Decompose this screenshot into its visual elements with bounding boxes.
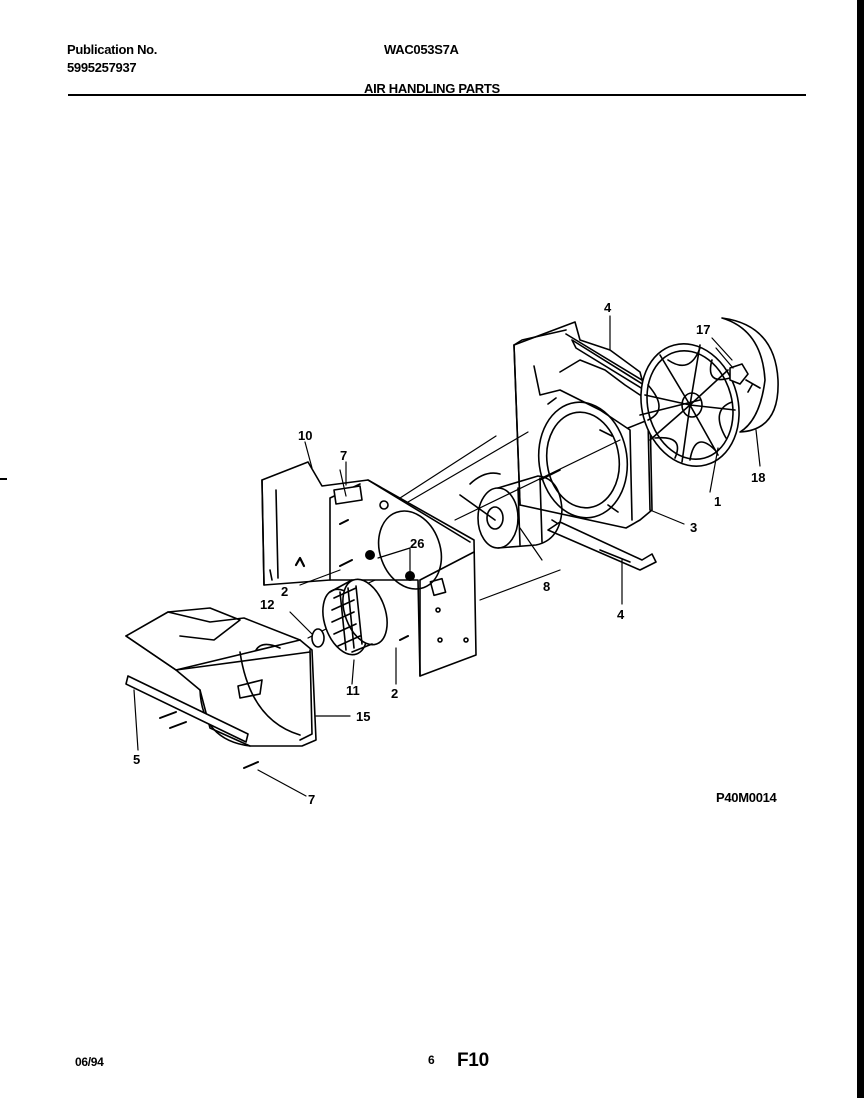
callout-12: 12 [260,597,274,612]
footer-page: 6 [428,1053,435,1067]
callout-8: 8 [543,579,550,594]
callout-10: 10 [298,428,312,443]
fan-motor [459,469,563,561]
callout-7-bottom: 7 [308,792,315,807]
condenser-fan-blade [639,343,740,467]
callout-11: 11 [346,683,360,698]
header-rule [68,94,806,96]
slinger-ring [721,317,779,433]
screws [159,519,415,769]
callout-17: 17 [696,322,710,337]
footer-date: 06/94 [75,1055,104,1069]
callout-18: 18 [751,470,765,485]
blower-hub [289,611,325,648]
callout-3: 3 [690,520,697,535]
callout-15: 15 [356,709,370,724]
scan-border [857,0,864,1098]
callout-7-top: 7 [340,448,347,463]
fan-nut [715,347,761,393]
callout-5: 5 [133,752,140,767]
publication-label: Publication No. [67,42,158,57]
mounting-clip [333,469,363,505]
model-number: WAC053S7A [384,42,459,57]
blower-wheel [322,578,388,656]
callout-4-top: 4 [604,300,612,315]
callout-4-bottom: 4 [617,607,625,622]
publication-number: 5995257937 [67,60,137,75]
callout-2-left: 2 [281,584,288,599]
callout-2-bottom: 2 [391,686,398,701]
callout-26: 26 [410,536,424,551]
bottom-rail [547,521,657,571]
scan-mark [0,478,7,480]
footer-figure: F10 [457,1050,489,1071]
leader-lines [257,315,761,797]
motor-bracket [261,461,477,677]
callout-1: 1 [714,494,721,509]
base-bracket [125,675,249,751]
blower-housing [125,607,351,747]
figure-code: P40M0014 [716,790,777,805]
section-title: AIR HANDLING PARTS [364,81,500,96]
